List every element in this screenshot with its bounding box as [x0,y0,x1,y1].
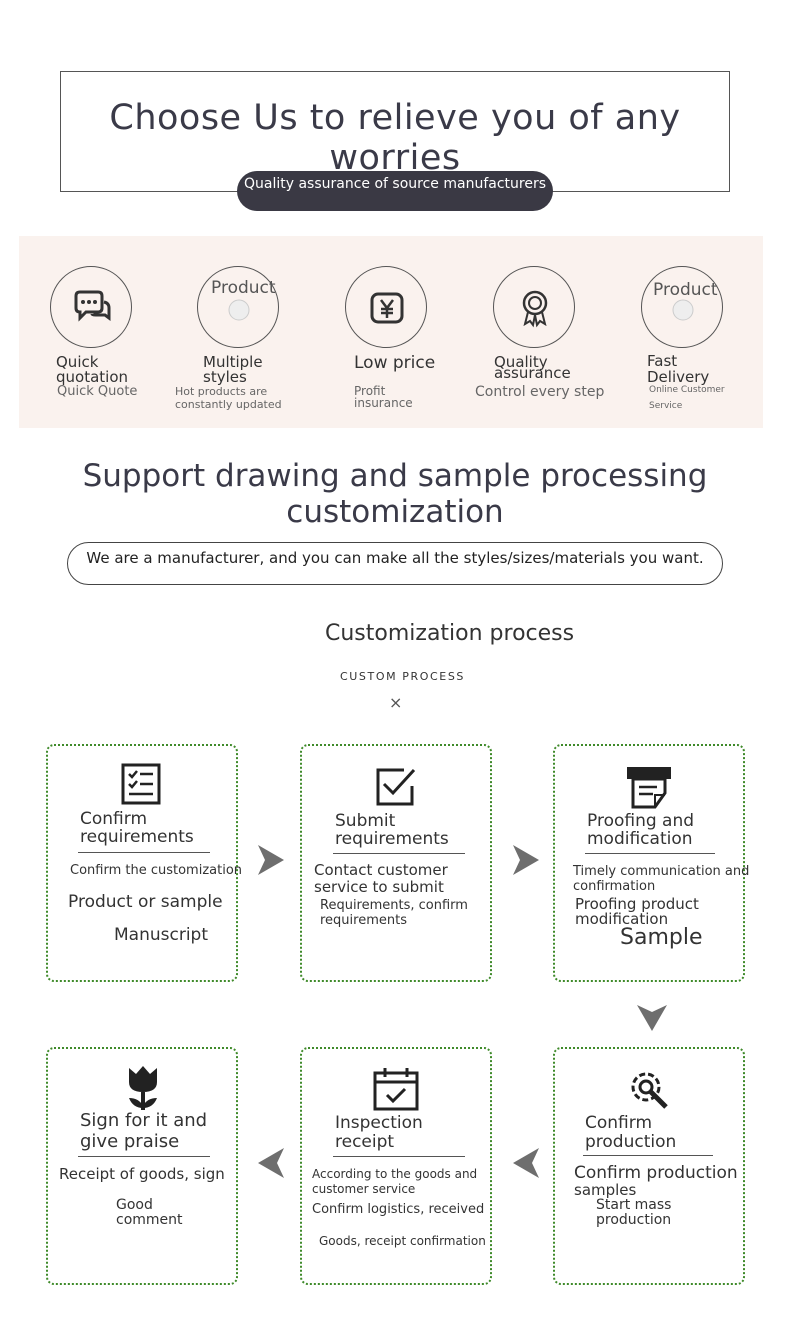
step-title: receipt [335,1132,395,1152]
step-text: service to submit [314,878,444,896]
step-text: Contact customer [314,861,448,879]
step-title: Sign for it and [80,1110,208,1131]
arrow-right-icon [513,845,539,875]
step-card [300,744,492,982]
arrow-down-icon [637,1005,667,1031]
product-photo-icon [197,266,279,348]
step-title: Submit [335,811,396,831]
feature-subtitle: Online Customer [649,385,725,395]
feature-title: Delivery [647,368,710,386]
step-title: modification [587,829,693,849]
step-title: production [585,1132,677,1152]
divider [333,853,465,854]
hero-subtitle-badge: Quality assurance of source manufacturer… [237,171,553,211]
step-title: Proofing and [587,811,695,831]
feature-title: Multiple [203,353,263,371]
chat-bubbles-icon [50,266,132,348]
feature-title: Quick [56,353,99,371]
step-text: Confirm the customization [70,863,243,878]
yen-coin-icon [345,266,427,348]
feature-overlay-label: Product [211,278,276,298]
feature-overlay-label: Product [653,280,718,300]
gear-wrench-icon [631,1072,668,1109]
step-text: Proofing product [575,895,699,913]
feature-subtitle: constantly updated [175,398,282,411]
feature-subtitle: Hot products are [175,385,268,398]
step-title: Confirm [585,1113,653,1133]
hero-title: Choose Us to relieve you of any worries [109,98,681,178]
close-icon: × [389,693,403,712]
step-text: Receipt of goods, sign [59,1165,225,1183]
step-text: customer service [312,1182,416,1196]
step-text: production [596,1212,672,1228]
feature-title: quotation [56,368,129,386]
divider [333,1156,465,1157]
step-text: Manuscript [114,925,209,945]
step-title: Inspection [335,1113,423,1133]
step-text: Sample [620,925,703,950]
step-card [46,744,238,982]
feature-title: styles [203,368,247,386]
arrow-left-icon [258,1148,284,1178]
step-title: give praise [80,1131,180,1152]
step-title: Confirm [80,809,148,829]
step-text: Product or sample [68,892,223,912]
feature-subtitle: Control every step [475,384,605,400]
feature-title: Low price [354,353,436,373]
divider [78,1156,210,1157]
feature-subtitle: insurance [354,396,413,410]
feature-title: Quality [494,353,548,371]
arrow-left-icon [513,1148,539,1178]
step-text: Goods, receipt confirmation [319,1234,486,1248]
step-text: modification [575,910,669,928]
step-text: Confirm logistics, received [312,1202,485,1217]
step-text: confirmation [573,879,656,894]
step-text: Start mass [596,1197,672,1213]
step-title: requirements [335,829,449,849]
award-ribbon-icon [493,266,575,348]
step-text: comment [116,1212,183,1228]
divider [78,852,210,853]
step-text: Confirm production [574,1163,738,1183]
step-text: Requirements, confirm [320,898,468,913]
printer-icon [627,767,671,809]
checkbox-icon [376,768,416,806]
divider [585,853,715,854]
customization-title: Support drawing and sample processing cu… [82,458,708,530]
product-photo-icon [641,266,723,348]
feature-subtitle: Profit [354,384,386,398]
feature-subtitle: Service [649,401,683,411]
step-card [300,1047,492,1285]
tulip-icon [129,1066,157,1110]
step-text: Timely communication and [573,864,750,879]
feature-title: assurance [494,364,571,382]
arrow-right-icon [258,845,284,875]
process-title: Customization process [325,621,575,646]
step-text: Good [116,1197,153,1213]
step-title: requirements [80,827,194,847]
divider [583,1155,713,1156]
step-card [553,744,745,982]
feature-title: Fast [647,352,678,370]
checklist-icon [121,763,161,805]
step-card [553,1047,745,1285]
process-subtitle: CUSTOM PROCESS [340,670,466,683]
manufacturer-banner: We are a manufacturer, and you can make … [67,542,723,585]
feature-subtitle: Quick Quote [57,384,138,399]
step-text: samples [574,1181,637,1199]
step-text: According to the goods and [312,1167,478,1181]
step-text: requirements [320,913,407,928]
calendar-check-icon [373,1068,419,1111]
